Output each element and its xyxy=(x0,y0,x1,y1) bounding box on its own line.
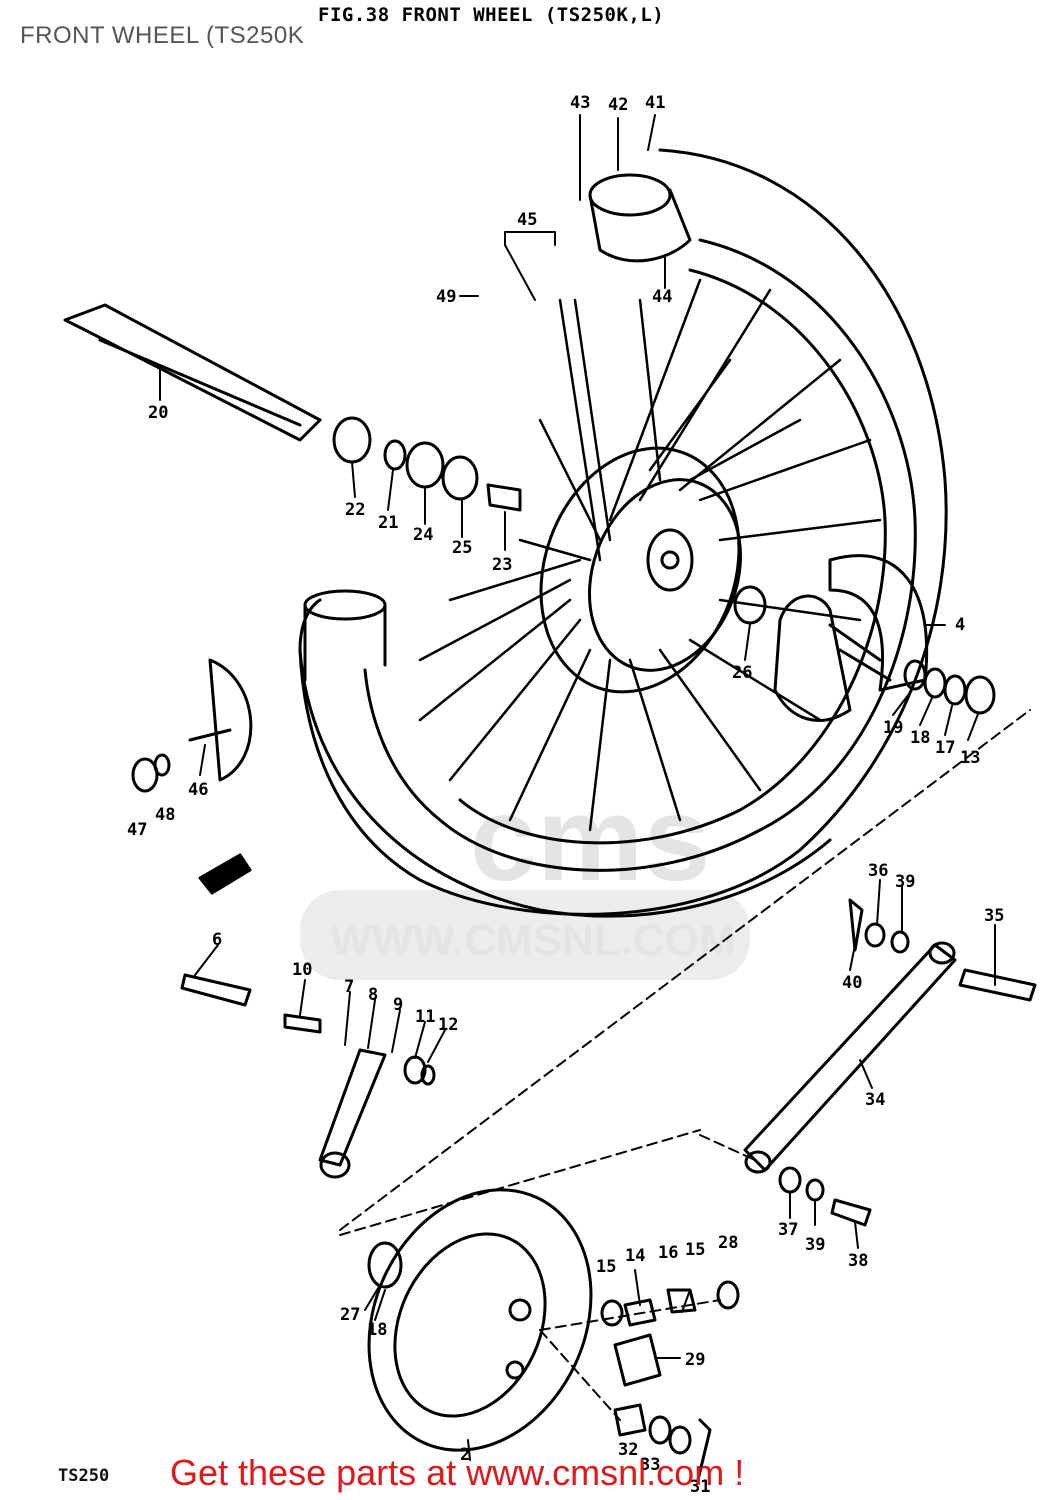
watermark-logo-text: cms xyxy=(470,772,710,906)
callout-17: 17 xyxy=(935,738,955,758)
assembly-guide-lines xyxy=(339,709,1031,1421)
callout-34: 34 xyxy=(865,1090,885,1110)
brake-panel xyxy=(367,1188,593,1452)
callout-32: 32 xyxy=(618,1440,638,1460)
callout-36: 36 xyxy=(868,861,888,881)
torque-link xyxy=(743,898,1037,1227)
callout-42: 42 xyxy=(608,95,628,115)
callout-35: 35 xyxy=(984,906,1004,926)
front-direction-arrow xyxy=(198,853,252,895)
callout-23: 23 xyxy=(492,555,512,575)
callout-43: 43 xyxy=(570,93,590,113)
callout-18: 18 xyxy=(367,1320,387,1340)
callout-4: 4 xyxy=(955,615,965,635)
watermark: WWW.CMSNL.COM cms xyxy=(300,772,750,980)
callout-27: 27 xyxy=(340,1305,360,1325)
callout-39: 39 xyxy=(805,1235,825,1255)
callout-16: 16 xyxy=(658,1243,678,1263)
model-code: TS250 xyxy=(58,1466,110,1486)
callout-25: 25 xyxy=(452,538,472,558)
callout-12: 12 xyxy=(438,1015,458,1035)
callout-9: 9 xyxy=(393,995,403,1015)
callout-8: 8 xyxy=(368,985,378,1005)
callout-19: 19 xyxy=(883,718,903,738)
page-title: FRONT WHEEL (TS250K xyxy=(20,22,305,49)
brake-panel-parts xyxy=(600,1280,740,1482)
axle xyxy=(63,303,322,442)
callout-47: 47 xyxy=(127,820,147,840)
callout-21: 21 xyxy=(378,513,398,533)
callout-49: 49 xyxy=(436,287,456,307)
callout-45: 45 xyxy=(517,210,537,230)
callout-15: 15 xyxy=(596,1257,616,1277)
callout-7: 7 xyxy=(344,977,354,997)
callout-22: 22 xyxy=(345,500,365,520)
right-bearings xyxy=(903,659,996,715)
figure-caption: FIG.38 FRONT WHEEL (TS250K,L) xyxy=(318,4,665,26)
callout-20: 20 xyxy=(148,403,168,423)
callout-44: 44 xyxy=(652,287,672,307)
callout-2: 2 xyxy=(460,1445,470,1465)
callout-11: 11 xyxy=(415,1007,435,1027)
callout-37: 37 xyxy=(778,1220,798,1240)
callout-39: 39 xyxy=(895,872,915,892)
callout-38: 38 xyxy=(848,1251,868,1271)
tire-and-rim xyxy=(298,148,948,918)
watermark-text: WWW.CMSNL.COM xyxy=(330,916,736,965)
callout-24: 24 xyxy=(413,525,433,545)
axle-spacers xyxy=(332,416,522,512)
leader-lines xyxy=(159,114,996,1461)
callout-18: 18 xyxy=(910,728,930,748)
callout-15: 15 xyxy=(685,1240,705,1260)
speedometer-gear xyxy=(131,658,253,793)
get-parts-link[interactable]: Get these parts at www.cmsnl.com ! xyxy=(170,1452,745,1493)
callout-33: 33 xyxy=(640,1455,660,1475)
callout-28: 28 xyxy=(718,1233,738,1253)
callout-26: 26 xyxy=(732,663,752,683)
wheel-hub xyxy=(539,446,767,694)
callout-29: 29 xyxy=(685,1350,705,1370)
callout-48: 48 xyxy=(155,805,175,825)
callout-46: 46 xyxy=(188,780,208,800)
callout-41: 41 xyxy=(645,93,665,113)
callout-13: 13 xyxy=(960,748,980,768)
brake-shoes xyxy=(773,554,929,722)
callout-10: 10 xyxy=(292,960,312,980)
callout-40: 40 xyxy=(842,973,862,993)
callout-31: 31 xyxy=(690,1477,710,1497)
callout-6: 6 xyxy=(212,930,222,950)
callout-14: 14 xyxy=(625,1246,645,1266)
